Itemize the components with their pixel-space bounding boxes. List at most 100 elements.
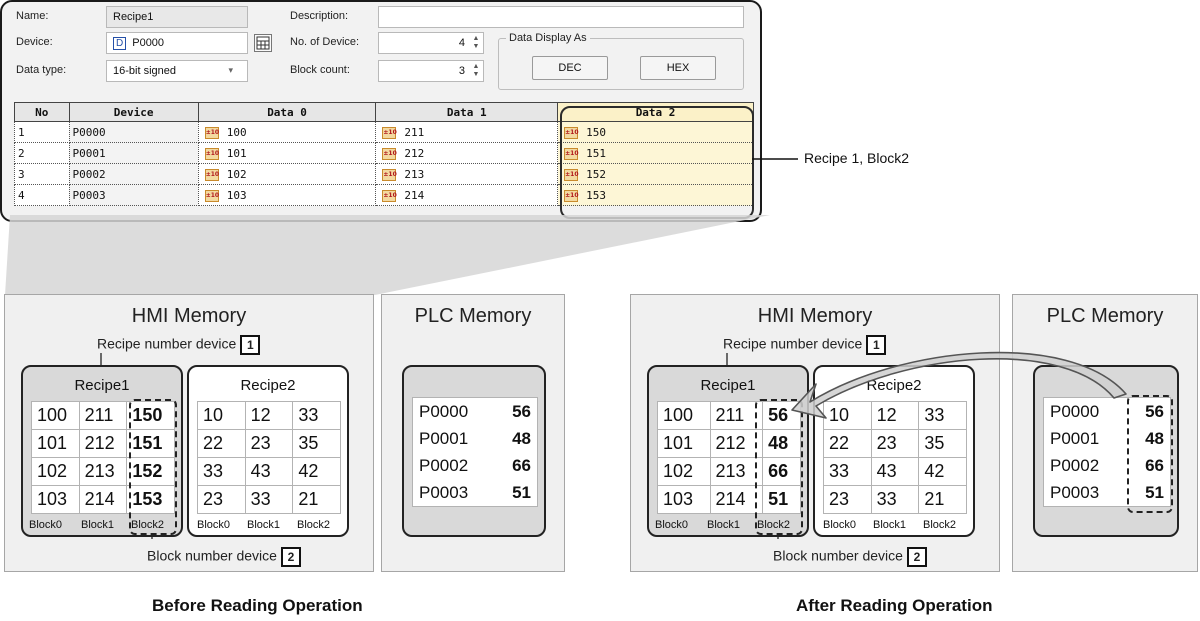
calculator-icon[interactable] xyxy=(254,34,272,52)
data1-cell[interactable]: ±10 214 xyxy=(375,184,559,206)
device-cell[interactable]: P0000 xyxy=(68,121,199,143)
cell-value: 4 xyxy=(18,188,25,202)
badge-1: 1 xyxy=(240,335,261,355)
column-header-data1[interactable]: Data 1 xyxy=(375,102,559,122)
recipe-cell: 35 xyxy=(292,429,341,458)
plc-address-cell: P0001 xyxy=(1050,428,1100,448)
cell-value: 102 xyxy=(226,167,247,181)
device-label: Device: xyxy=(16,36,53,48)
recipe-cell: 213 xyxy=(709,457,764,486)
callout-label: Recipe 1, Block2 xyxy=(804,150,910,166)
cell-value: 100 xyxy=(226,125,247,139)
dec-button[interactable]: DEC xyxy=(532,56,608,80)
recipe-cell: 211 xyxy=(709,401,764,430)
cell-value: 213 xyxy=(404,167,425,181)
recipe-cell: 12 xyxy=(870,401,920,430)
recipe-cell: 42 xyxy=(918,457,967,486)
recipe-cell: 101 xyxy=(657,429,711,458)
chevron-down-icon: ▾ xyxy=(228,65,233,75)
recipe-cell: 42 xyxy=(292,457,341,486)
decimal-format-icon: ±10 xyxy=(382,189,397,202)
cell-value: P0000 xyxy=(72,125,106,139)
plc-value-cell: 51 xyxy=(512,482,531,502)
recipe-cell: 33 xyxy=(918,401,967,430)
recipe-cell: 33 xyxy=(244,485,294,514)
device-type-icon: D xyxy=(113,37,127,50)
recipe2-title: Recipe2 xyxy=(240,377,296,394)
recipe-cell: 211 xyxy=(78,401,128,430)
recipe-cell: 21 xyxy=(292,485,341,514)
device-cell[interactable]: P0003 xyxy=(68,184,199,206)
recipe-cell: 51 xyxy=(762,485,801,514)
cell-value: 211 xyxy=(404,125,425,139)
data-type-select[interactable]: 16-bit signed ▾ xyxy=(106,60,248,82)
no-of-device-spinner[interactable]: 4 ▲▼ xyxy=(378,32,484,54)
plc-value-cell: 56 xyxy=(512,401,531,421)
badge-2: 2 xyxy=(906,547,927,567)
block-count-spinner[interactable]: 3 ▲▼ xyxy=(378,60,484,82)
name-field[interactable]: Recipe1 xyxy=(106,6,248,28)
spinner-arrows-icon[interactable]: ▲▼ xyxy=(472,35,480,50)
recipe-cell: 152 xyxy=(126,457,175,486)
block2-label: Block2 xyxy=(297,519,331,531)
block1-label: Block1 xyxy=(707,519,741,531)
recipe-cell: 66 xyxy=(762,457,801,486)
cell-value: 101 xyxy=(226,146,247,160)
data2-cell[interactable]: ±10 153 xyxy=(557,184,754,206)
recipe-cell: 33 xyxy=(197,457,246,486)
block0-label: Block0 xyxy=(197,519,231,531)
cell-value: 214 xyxy=(404,188,425,202)
spinner-arrows-icon[interactable]: ▲▼ xyxy=(472,63,480,78)
block0-label: Block0 xyxy=(29,519,63,531)
decimal-format-icon: ±10 xyxy=(564,189,579,202)
recipe-cell: 153 xyxy=(126,485,175,514)
hex-button[interactable]: HEX xyxy=(640,56,716,80)
cell-value: P0003 xyxy=(72,188,106,202)
cell-value: 153 xyxy=(586,188,606,202)
recipe-cell: 212 xyxy=(709,429,764,458)
plc-address-cell: P0000 xyxy=(419,401,469,421)
recipe-cell: 23 xyxy=(244,429,294,458)
before-caption: Before Reading Operation xyxy=(152,596,363,615)
data1-cell[interactable]: ±10 213 xyxy=(375,163,559,185)
column-header-device[interactable]: Device xyxy=(68,102,199,122)
recipe-cell: 48 xyxy=(762,429,801,458)
block2-label: Block2 xyxy=(131,519,165,531)
device-cell[interactable]: P0001 xyxy=(68,142,199,164)
row-number-cell[interactable]: 4 xyxy=(14,184,70,206)
device-cell[interactable]: P0002 xyxy=(68,163,199,185)
plc-address-cell: P0000 xyxy=(1050,401,1100,421)
recipe-cell: 56 xyxy=(762,401,801,430)
description-field[interactable] xyxy=(378,6,744,28)
name-label: Name: xyxy=(16,10,49,22)
plc-address-cell: P0002 xyxy=(1050,455,1100,475)
data-type-value: 16-bit signed xyxy=(113,65,176,77)
decimal-format-icon: ±10 xyxy=(382,168,397,181)
recipe-cell: 10 xyxy=(197,401,246,430)
